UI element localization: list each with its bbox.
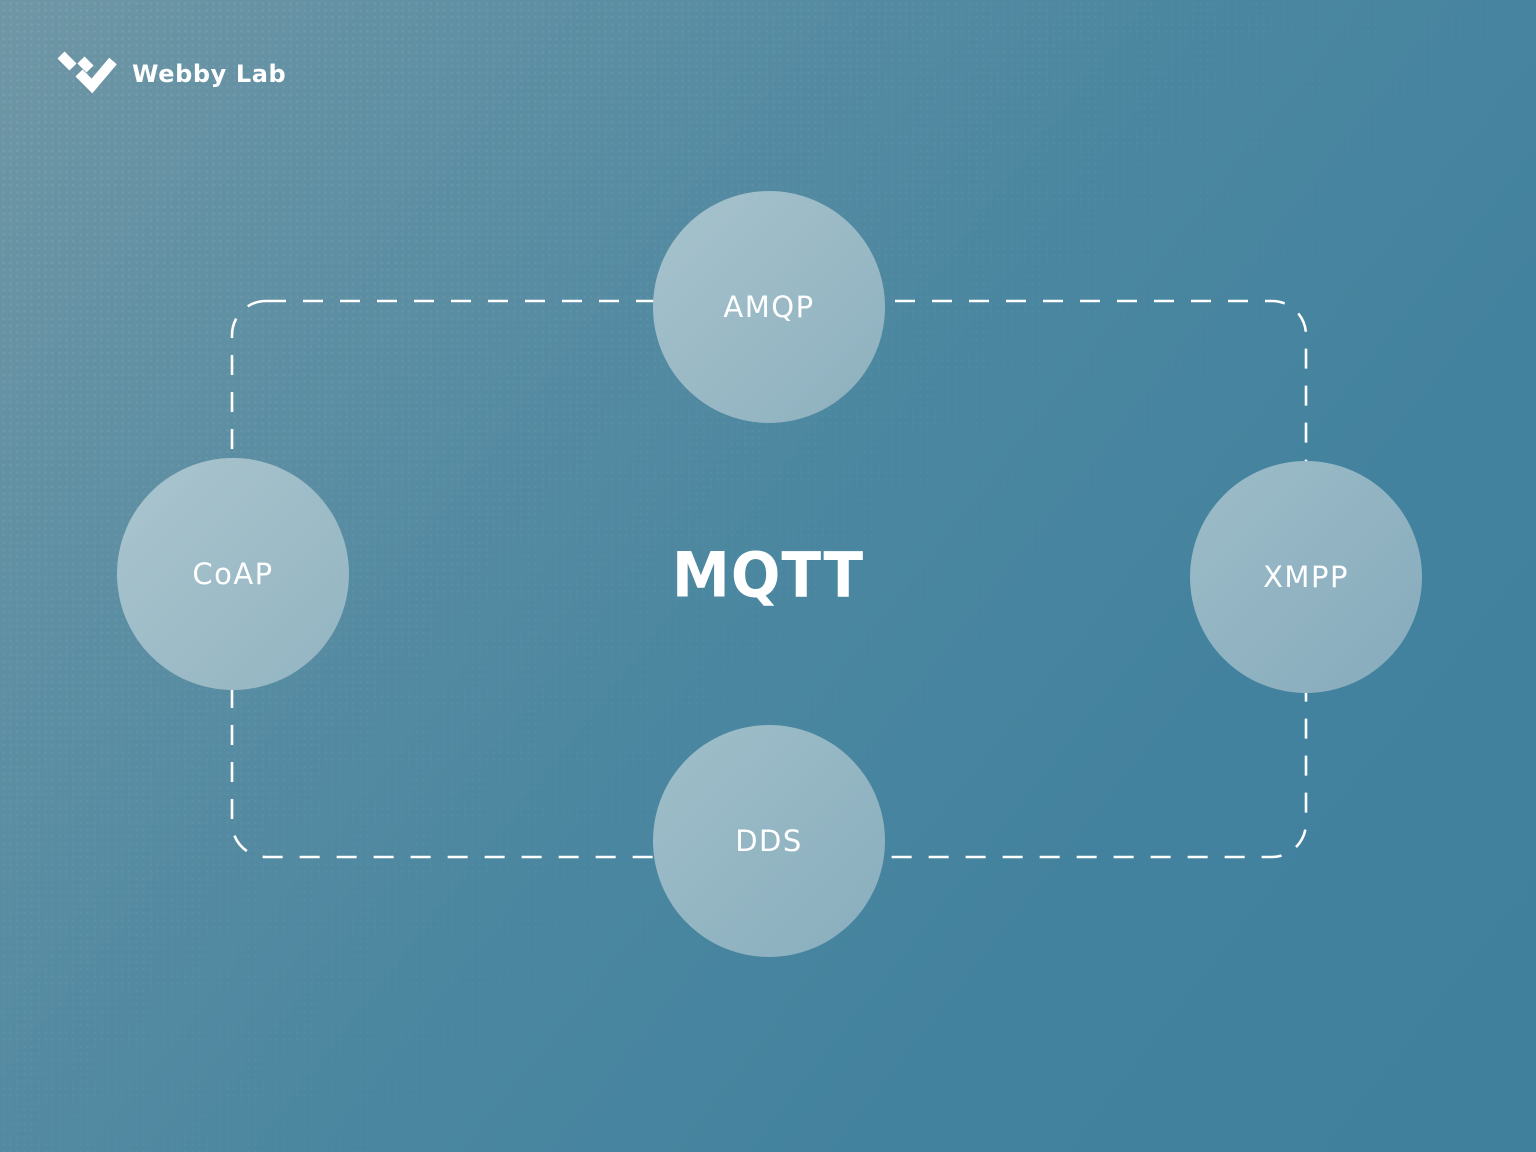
node-amqp: AMQP: [653, 191, 885, 423]
brand-lockup: Webby Lab: [55, 48, 286, 100]
node-amqp-label: AMQP: [723, 290, 815, 324]
brand-name: Webby Lab: [132, 60, 287, 88]
node-xmpp: XMPP: [1190, 461, 1422, 693]
center-protocol-title: MQTT: [671, 538, 865, 612]
node-xmpp-label: XMPP: [1263, 560, 1349, 594]
webbylab-w-icon: [57, 51, 117, 94]
node-coap-label: CoAP: [192, 557, 274, 591]
node-dds-label: DDS: [735, 824, 803, 858]
node-coap: CoAP: [117, 458, 349, 690]
node-dds: DDS: [653, 725, 885, 957]
